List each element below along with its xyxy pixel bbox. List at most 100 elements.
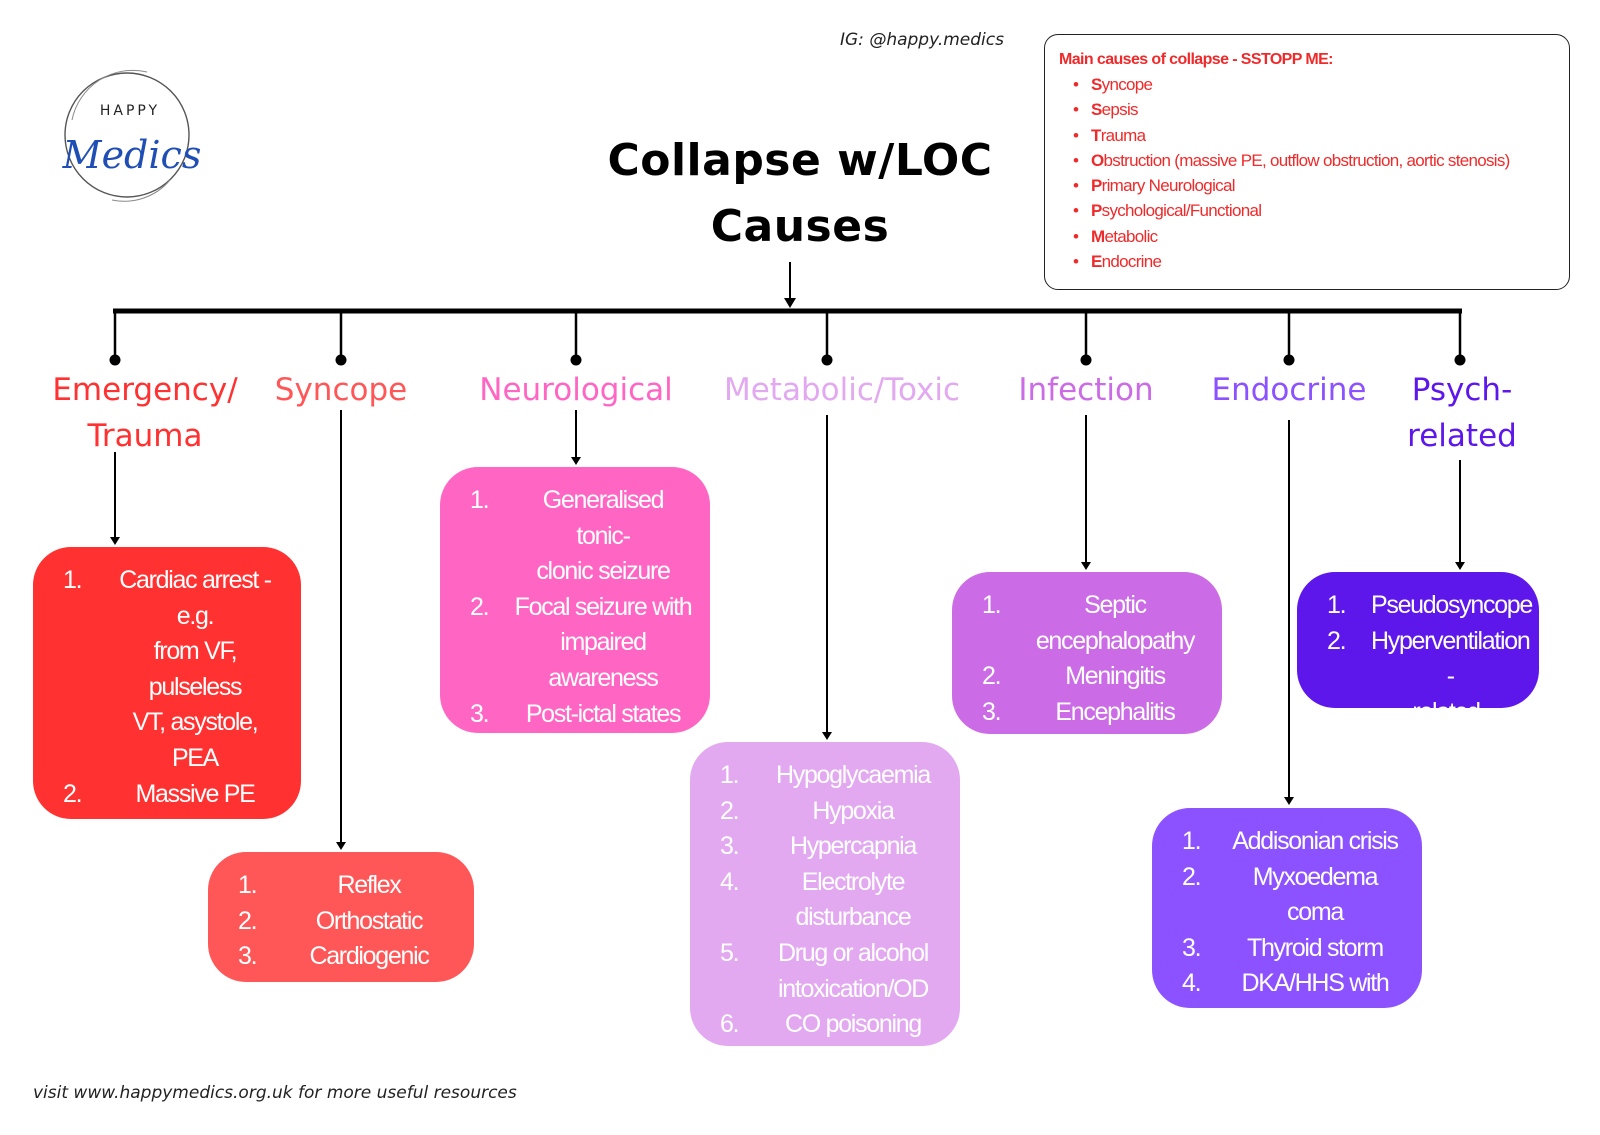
list-item: encephalopathy bbox=[982, 624, 1204, 660]
mnemonic-rest: epsis bbox=[1101, 100, 1139, 120]
category-label-line: Syncope bbox=[274, 372, 408, 408]
item-number bbox=[470, 661, 514, 697]
item-text: Pseudosyncope bbox=[1371, 591, 1533, 619]
list-item: 2.Myxoedema coma bbox=[1182, 860, 1404, 931]
item-text: Septic bbox=[1084, 591, 1147, 619]
item-text: Hypoglycaemia bbox=[775, 761, 931, 789]
logo-medics-text: Medics bbox=[62, 133, 202, 177]
bullet-icon: • bbox=[1073, 75, 1079, 94]
category-label-psych-related: Psych-related bbox=[1342, 367, 1582, 459]
item-text: CO poisoning bbox=[785, 1010, 922, 1039]
mnemonic-item: • Trauma bbox=[1073, 123, 1555, 148]
logo-brush2-icon bbox=[111, 179, 171, 202]
item-number: 4. bbox=[63, 850, 83, 879]
branch-dot-icon bbox=[570, 354, 582, 366]
item-number: 4. bbox=[1182, 969, 1202, 998]
footer-link-text: visit www.happymedics.org.uk for more us… bbox=[33, 1083, 517, 1103]
item-text: Hyperventilation - bbox=[1371, 626, 1531, 691]
item-number: 2. bbox=[470, 592, 490, 621]
item-number bbox=[63, 634, 107, 705]
item-text: Massive PE bbox=[135, 779, 256, 808]
item-number: 5. bbox=[720, 938, 740, 967]
bullet-icon: • bbox=[1073, 201, 1079, 221]
mnemonic-rest: etabolic bbox=[1104, 226, 1158, 246]
list-item: 1.Reflex bbox=[238, 868, 456, 904]
list-item: 4.TIA/Stroke (rare) bbox=[470, 732, 692, 768]
item-text: Hypoxia bbox=[812, 796, 895, 825]
item-text: awareness bbox=[548, 663, 659, 692]
branch-dot-icon bbox=[335, 354, 347, 366]
item-text: Reflex bbox=[337, 871, 401, 899]
arrow-head-icon bbox=[822, 732, 832, 740]
category-label-syncope: Syncope bbox=[221, 367, 461, 413]
item-number bbox=[720, 972, 764, 1008]
mnemonic-item: •Metabolic bbox=[1073, 224, 1555, 249]
bullet-icon: • bbox=[1073, 176, 1079, 196]
mnemonic-rest: rauma bbox=[1100, 125, 1146, 145]
bullet-icon: • bbox=[1073, 226, 1079, 246]
logo-ring-icon bbox=[64, 72, 190, 198]
item-number bbox=[720, 900, 764, 936]
item-text: related collapse bbox=[1405, 697, 1488, 762]
mnemonic-rest: yncope bbox=[1101, 75, 1153, 94]
list-item: 2. Hyperventilation - bbox=[1327, 624, 1531, 695]
list-item: 2. Massive PE bbox=[63, 777, 283, 813]
branch-dot-icon bbox=[821, 354, 833, 366]
item-text: Thyroid storm bbox=[1247, 933, 1384, 962]
category-label-metabolic-toxic: Metabolic/Toxic bbox=[722, 367, 962, 413]
item-number bbox=[1327, 695, 1371, 766]
list-item: from VF, pulseless bbox=[63, 634, 283, 705]
item-text: Cardiogenic bbox=[309, 942, 429, 971]
list-item: coma bbox=[1182, 1002, 1404, 1038]
category-label-line: Emergency/ bbox=[52, 372, 238, 408]
item-number: 3. bbox=[982, 697, 1002, 726]
arrow-head-icon bbox=[1455, 562, 1465, 570]
mnemonic-list: •Syncope•Sepsis•Trauma•Obstruction (mass… bbox=[1059, 72, 1555, 274]
instagram-handle: IG: @happy.medics bbox=[840, 30, 1004, 50]
mnemonic-letter: T bbox=[1091, 125, 1101, 145]
list-item: 3. Encephalitis bbox=[982, 695, 1204, 731]
item-number bbox=[1182, 1002, 1226, 1038]
item-number bbox=[470, 625, 514, 661]
list-item: 3.Head injury bbox=[63, 812, 283, 848]
mnemonic-rest: sychological/Functional bbox=[1101, 201, 1262, 221]
list-item: impaired bbox=[470, 625, 692, 661]
item-text: clonic seizure bbox=[536, 557, 671, 586]
category-label-line: Trauma bbox=[87, 418, 203, 454]
item-number: 1. bbox=[1182, 827, 1202, 855]
item-number: 6. bbox=[720, 1010, 740, 1039]
category-label-line: Infection bbox=[1018, 372, 1154, 408]
item-number: 3. bbox=[1182, 933, 1202, 962]
list-item: 3. Thyroid storm bbox=[1182, 931, 1404, 967]
arrow-head-icon bbox=[784, 298, 796, 308]
category-label-line: related bbox=[1407, 418, 1517, 454]
item-number: 3. bbox=[63, 815, 83, 844]
list-item: 2.Focal seizure with bbox=[470, 590, 693, 626]
item-text: Post-ictal states bbox=[525, 699, 682, 728]
bullet-icon: • bbox=[1073, 252, 1079, 272]
happy-medics-logo: HAPPY Medics bbox=[62, 69, 202, 202]
item-text: encephalopathy bbox=[1035, 626, 1196, 655]
item-text: TIA/Stroke (rare) bbox=[520, 735, 686, 764]
list-item: intoxication/OD bbox=[720, 972, 942, 1008]
list-item: 2.Orthostatic bbox=[238, 904, 456, 940]
category-label-line: Metabolic/Toxic bbox=[723, 372, 960, 408]
list-item: awareness bbox=[470, 661, 692, 697]
item-number: 2. bbox=[63, 779, 83, 808]
bullet-icon: • bbox=[1073, 125, 1079, 145]
list-item: 2.Hypoxia bbox=[720, 794, 942, 830]
item-number: 1. bbox=[1327, 591, 1347, 619]
category-label-line: Neurological bbox=[479, 372, 673, 408]
item-number: 1. bbox=[982, 591, 1002, 619]
item-number: 2. bbox=[1182, 862, 1202, 891]
list-item: 4.DKA/HHS with bbox=[1182, 966, 1404, 1002]
list-item: 5.Drug or alcohol bbox=[720, 936, 942, 972]
bullet-icon: • bbox=[1073, 100, 1079, 120]
item-number: 3. bbox=[238, 942, 258, 971]
item-number: 2. bbox=[1327, 626, 1347, 655]
item-text: Encephalitis bbox=[1055, 697, 1176, 726]
arrow-head-icon bbox=[1284, 797, 1294, 805]
item-text: VT, asystole, PEA bbox=[132, 708, 259, 772]
